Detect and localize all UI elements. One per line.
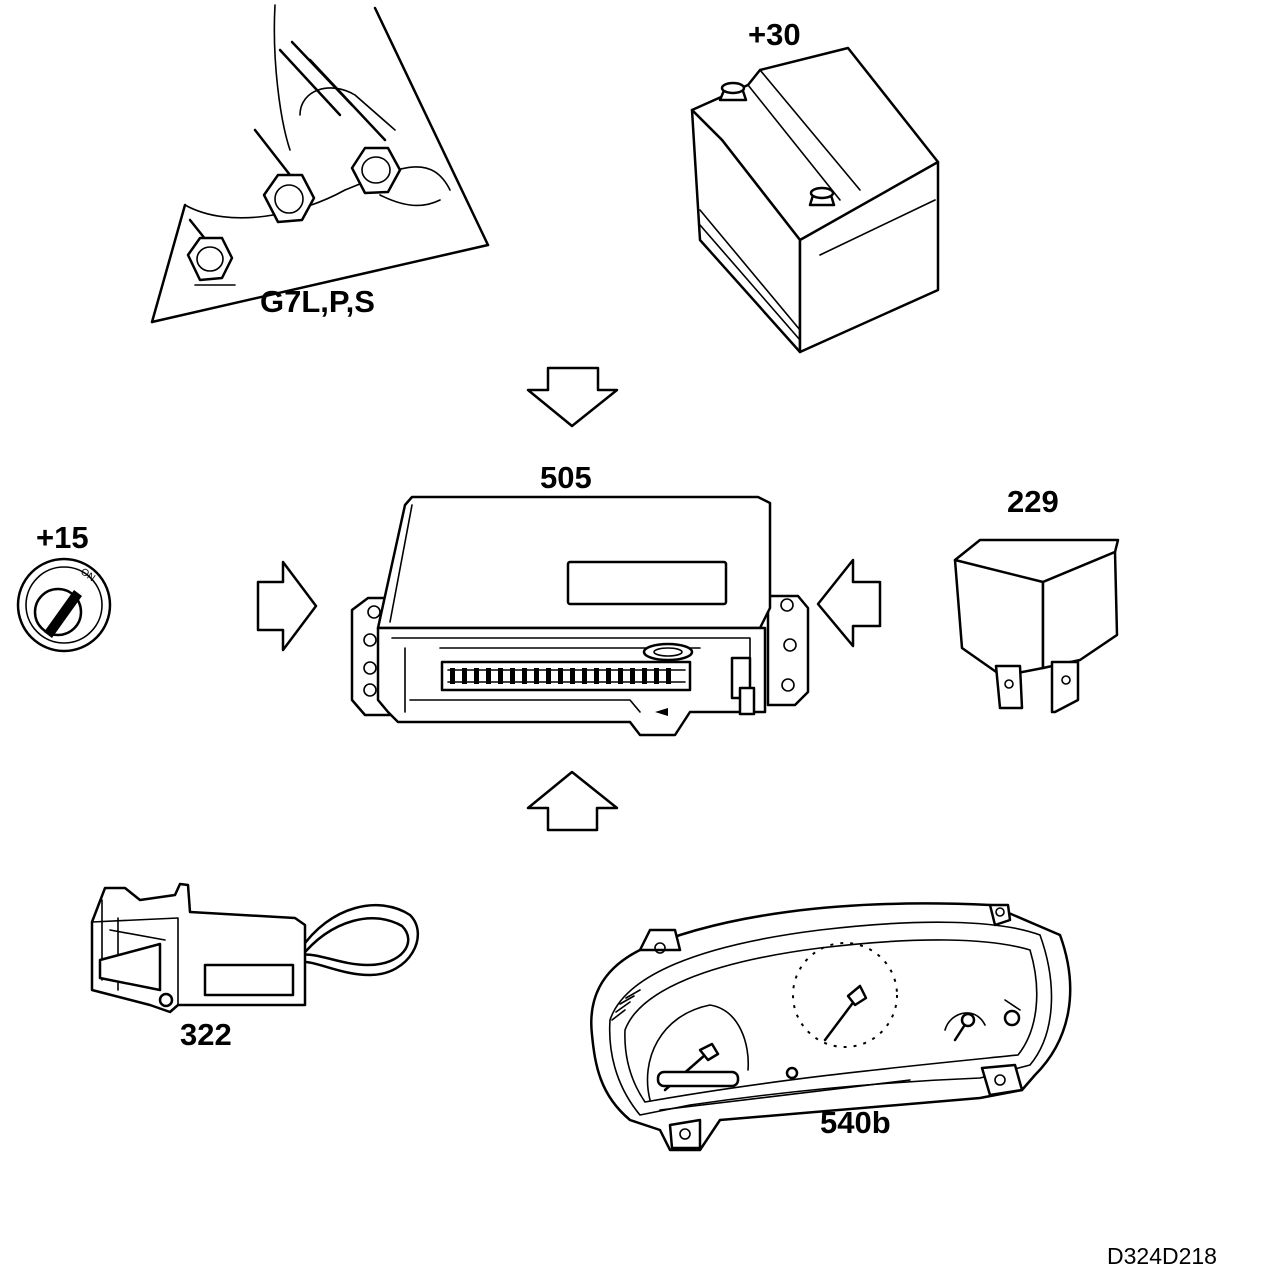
battery-terminal-positive <box>808 186 836 207</box>
arrow-up-from-cluster <box>526 770 619 832</box>
relay-label: 229 <box>1007 484 1059 519</box>
cluster-dial-center <box>792 942 898 1048</box>
ground-points-label: G7L,P,S <box>260 284 375 319</box>
connector-illustration: 322 <box>90 882 420 1052</box>
ground-nut-2 <box>262 173 316 224</box>
battery-illustration: +30 <box>690 17 940 354</box>
instrument-cluster-label: 540b <box>820 1105 891 1140</box>
arrow-left-from-relay <box>816 558 882 648</box>
battery-label: +30 <box>748 17 801 52</box>
control-module-illustration: 505 <box>350 460 810 737</box>
ignition-label: +15 <box>36 520 89 555</box>
relay-terminal-1 <box>994 664 1024 710</box>
relay-illustration: 229 <box>953 484 1120 714</box>
relay-terminal-2 <box>1050 660 1080 714</box>
arrow-down-from-battery <box>526 366 619 428</box>
arrow-right-from-ignition <box>256 560 318 652</box>
ground-nut-3 <box>350 146 402 195</box>
battery-terminal-negative <box>718 81 748 102</box>
ignition-switch-illustration: +15 ON <box>16 520 112 653</box>
ground-points-illustration: G7L,P,S <box>150 4 490 324</box>
instrument-cluster-illustration: 540b <box>590 902 1072 1152</box>
ground-nut-1 <box>186 236 236 286</box>
control-module-label: 505 <box>540 460 592 495</box>
figure-code: D324D218 <box>1107 1243 1217 1269</box>
connector-label: 322 <box>180 1017 232 1052</box>
